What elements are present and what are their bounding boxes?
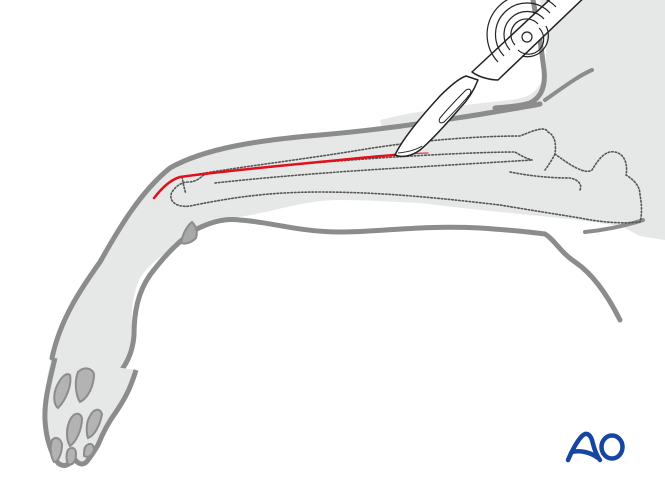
shoulder-contour-2	[543, 68, 594, 102]
scalpel-grip-rings	[486, 0, 557, 63]
limb-lower-outline	[147, 217, 623, 323]
ao-logo-text: AO	[0, 0, 2, 1]
scalpel-icon	[394, 0, 583, 158]
elbow-nub	[179, 220, 198, 245]
scalpel-handle	[471, 0, 583, 81]
paw	[42, 357, 139, 468]
limb-upper-outline	[49, 101, 543, 361]
ao-logo: AO	[0, 0, 625, 463]
humerus-bone-outline	[170, 128, 643, 224]
incision-line	[152, 152, 407, 200]
scalpel-blade	[394, 75, 479, 158]
scalpel-blade-edge	[397, 145, 423, 154]
scalpel-blade-slot	[438, 88, 472, 124]
